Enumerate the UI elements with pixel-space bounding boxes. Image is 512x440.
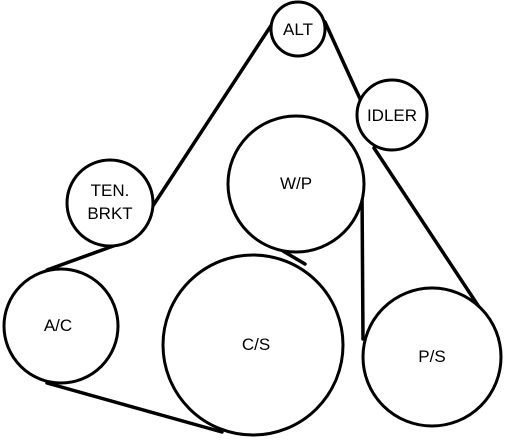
pulley-label-wp: W/P (280, 174, 312, 193)
pulley-label-ten-line2: BRKT (87, 204, 132, 223)
pulley-alt: ALT (269, 0, 327, 58)
pulley-label-alt: ALT (283, 20, 313, 39)
serpentine-belt (45, 19, 483, 434)
belt-segment-ac-to-tensioner (45, 243, 118, 272)
belt-segment-wp-to-ps (360, 188, 365, 341)
pulley-power-steering: P/S (361, 286, 503, 428)
belt-segment-alt-to-idler (323, 20, 363, 103)
pulley-label-cs: C/S (242, 335, 270, 354)
pulley-tensioner-bracket: TEN. BRKT (65, 158, 155, 248)
belt-segment-cs-to-ac (45, 381, 224, 434)
pulley-ac: A/C (2, 267, 120, 385)
belt-segment-tensioner-to-alt (141, 19, 276, 223)
belt-segment-idler-to-ps (372, 146, 483, 312)
pulley-label-ps: P/S (418, 347, 445, 366)
pulley-label-idler: IDLER (367, 106, 417, 125)
pulley-idler: IDLER (355, 78, 429, 152)
belt-segment-wp-to-cs (281, 249, 307, 266)
pulley-label-ac: A/C (44, 316, 72, 335)
pulley-label-ten-line1: TEN. (91, 181, 130, 200)
pulley-crankshaft: C/S (161, 253, 345, 437)
pulley-water-pump: W/P (226, 114, 366, 254)
